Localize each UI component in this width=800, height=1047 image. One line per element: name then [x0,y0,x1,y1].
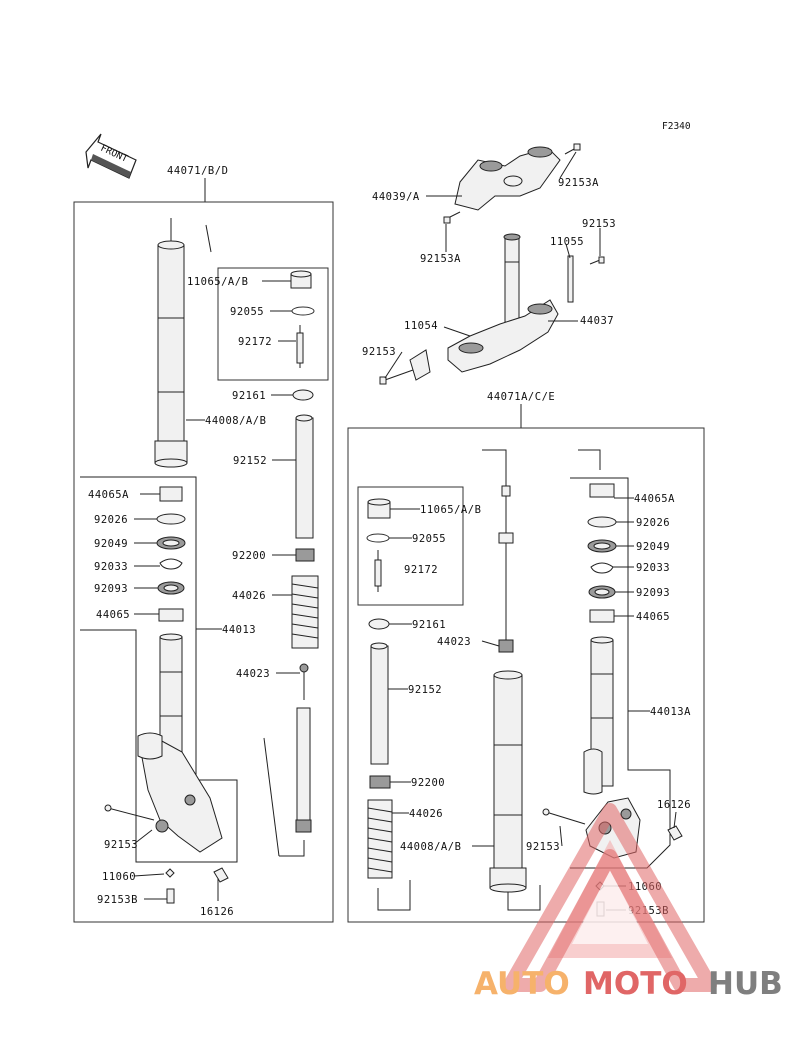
right-cap-subbox [357,486,464,606]
clamp-label-bolt-upper-left: 92153A [420,253,461,265]
right-label-rod: 92172 [404,564,438,576]
right-label-o-ring: 92055 [412,533,446,545]
left-label-spring: 44026 [232,590,266,602]
clamp-label-plate: 11054 [404,320,438,332]
left-label-cap-assembly: 11065/A/B [187,276,248,288]
left-label-o-ring: 92055 [230,306,264,318]
clamp-label-stem-bracket: 44037 [580,315,614,327]
right-outer-tube [489,670,541,911]
right-label-pipe: 92152 [408,684,442,696]
clamp-label-upper-bracket: 44039/A [372,191,420,203]
clamp-label-bolt-right: 92153 [582,218,616,230]
left-cap-assembly [290,270,315,368]
left-label-dust-seal: 92093 [94,583,128,595]
left-label-washer: 92026 [94,514,128,526]
left-label-inner-tube: 44013 [222,624,256,636]
left-cap-subbox [217,267,329,381]
upper-bracket-part [443,143,581,224]
right-label-outer-tube: 44008/A/B [400,841,461,853]
clamp-label-bolt-left: 92153 [362,346,396,358]
front-arrow-icon: FRONT [85,133,137,179]
left-label-outer-tube: 44008/A/B [205,415,266,427]
left-label-bolt-b: 92153B [97,894,138,906]
left-label-circlip: 92033 [94,561,128,573]
right-label-dust-seal: 92093 [636,587,670,599]
left-label-rod: 92172 [238,336,272,348]
right-label-inner-tube: 44013A [650,706,691,718]
right-label-fitting: 16126 [657,799,691,811]
watermark-logo: AUTO MOTO HUB [474,803,783,1002]
right-label-circlip: 92033 [636,562,670,574]
left-seal-stack [156,486,186,622]
right-cylinder [498,470,514,653]
clamp-label-stem-shaft: 11055 [550,236,584,248]
right-label-spring: 44026 [409,808,443,820]
right-seal-stack [587,483,617,623]
left-label-fitting: 16126 [200,906,234,918]
left-leader-lines [133,280,300,901]
watermark-auto: AUTO [474,966,570,1002]
left-label-pipe: 92152 [233,455,267,467]
left-label-cylinder: 44023 [236,668,270,680]
diagram-code: F2340 [662,121,691,132]
left-label-bushing-upper: 44065A [88,489,129,501]
watermark-moto: MOTO [583,966,688,1002]
watermark-hub: HUB [708,966,783,1002]
right-label-washer: 92026 [636,517,670,529]
right-label-bushing-upper: 44065A [634,493,675,505]
right-label-bolt: 92153 [526,841,560,853]
right-label-spring-seat: 92161 [412,619,446,631]
right-label-cap-assembly: 11065/A/B [420,504,481,516]
right-damper-parts [367,618,411,911]
left-inner-tube [137,633,223,853]
left-label-bushing-lower: 44065 [96,609,130,621]
left-fork-frame [73,201,334,923]
right-fork-frame [347,427,705,923]
right-label-oil-seal: 92049 [636,541,670,553]
left-label-oil-seal: 92049 [94,538,128,550]
right-fork-title: 44071A/C/E [487,391,555,403]
left-label-bolt: 92153 [104,839,138,851]
right-label-bushing-lower: 44065 [636,611,670,623]
left-label-spring-seat: 92161 [232,390,266,402]
left-fork-title: 44071/B/D [167,165,228,177]
clamp-label-bolt-upper-right: 92153A [558,177,599,189]
right-cap-assembly [366,498,391,592]
stem-bracket-part [379,233,605,385]
left-damper-parts [263,389,319,857]
right-label-collar: 92200 [411,777,445,789]
left-label-collar: 92200 [232,550,266,562]
left-label-bleeder: 11060 [102,871,136,883]
left-outer-tube [154,218,188,468]
left-bolt-parts [104,804,229,904]
right-label-cylinder: 44023 [437,636,471,648]
triple-clamp-leader-lines [384,151,601,379]
